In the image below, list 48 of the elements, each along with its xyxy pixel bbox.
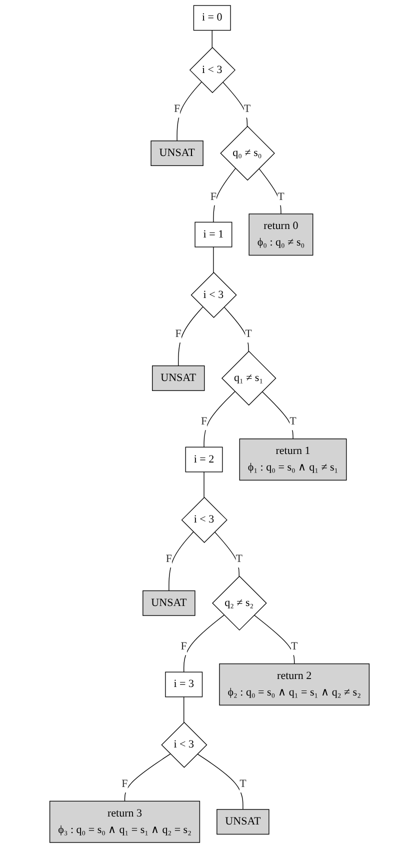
connector bbox=[184, 614, 224, 672]
node-box: return 3 ϕ₃ : q₀ = s₀ ∧ q₁ = s₁ ∧ q₂ = s₂ bbox=[49, 800, 200, 843]
connector bbox=[204, 391, 236, 448]
node-box: i = 3 bbox=[165, 672, 203, 698]
edge-label: F bbox=[210, 190, 217, 203]
edge-label: T bbox=[290, 640, 298, 652]
node-box: i = 1 bbox=[194, 222, 232, 248]
connector bbox=[178, 306, 204, 366]
node-box: i = 0 bbox=[193, 5, 231, 31]
connector bbox=[224, 306, 249, 352]
connector bbox=[176, 82, 202, 142]
connector bbox=[213, 246, 214, 273]
node-diamond: i < 3 bbox=[190, 272, 237, 318]
connector bbox=[124, 754, 171, 802]
edge-label: T bbox=[236, 553, 242, 565]
edge-label: F bbox=[166, 553, 172, 565]
connector bbox=[254, 614, 295, 664]
edge-label: F bbox=[174, 103, 180, 115]
node-diamond: q₁ ≠ s₁ bbox=[221, 350, 276, 406]
node-box: UNSAT bbox=[216, 809, 270, 835]
node-diamond: q₂ ≠ s₂ bbox=[212, 576, 267, 631]
node-diamond: i < 3 bbox=[161, 722, 208, 768]
edge-label: F bbox=[122, 778, 128, 790]
node-box: return 1 ϕ₁ : q₀ = s₀ ∧ q₁ ≠ s₁ bbox=[239, 438, 347, 481]
node-box: i = 2 bbox=[185, 446, 223, 472]
edge-label: F bbox=[175, 328, 182, 340]
edge-label: T bbox=[244, 103, 251, 115]
edge-label: F bbox=[200, 416, 208, 428]
node-diamond: i < 3 bbox=[189, 47, 236, 94]
connector bbox=[222, 82, 248, 127]
edge-label: T bbox=[278, 190, 284, 203]
connector bbox=[214, 532, 240, 577]
edge-label: T bbox=[290, 416, 296, 428]
connector bbox=[197, 754, 244, 810]
edge-label: T bbox=[245, 328, 252, 340]
connector bbox=[262, 391, 294, 440]
connector bbox=[258, 168, 282, 214]
edge-label: T bbox=[240, 778, 246, 790]
node-box: return 0 ϕ₀ : q₀ ≠ s₀ bbox=[248, 214, 314, 256]
connector bbox=[168, 532, 194, 592]
connector bbox=[213, 168, 236, 223]
node-diamond: i < 3 bbox=[181, 496, 228, 543]
node-box: return 2 ϕ₂ : q₀ = s₀ ∧ q₁ = s₁ ∧ q₂ ≠ s₂ bbox=[219, 663, 370, 706]
node-diamond: q₀ ≠ s₀ bbox=[220, 126, 275, 181]
node-box: UNSAT bbox=[150, 140, 204, 166]
node-box: UNSAT bbox=[142, 590, 196, 616]
edge-label: F bbox=[180, 640, 187, 652]
node-box: UNSAT bbox=[152, 365, 205, 391]
